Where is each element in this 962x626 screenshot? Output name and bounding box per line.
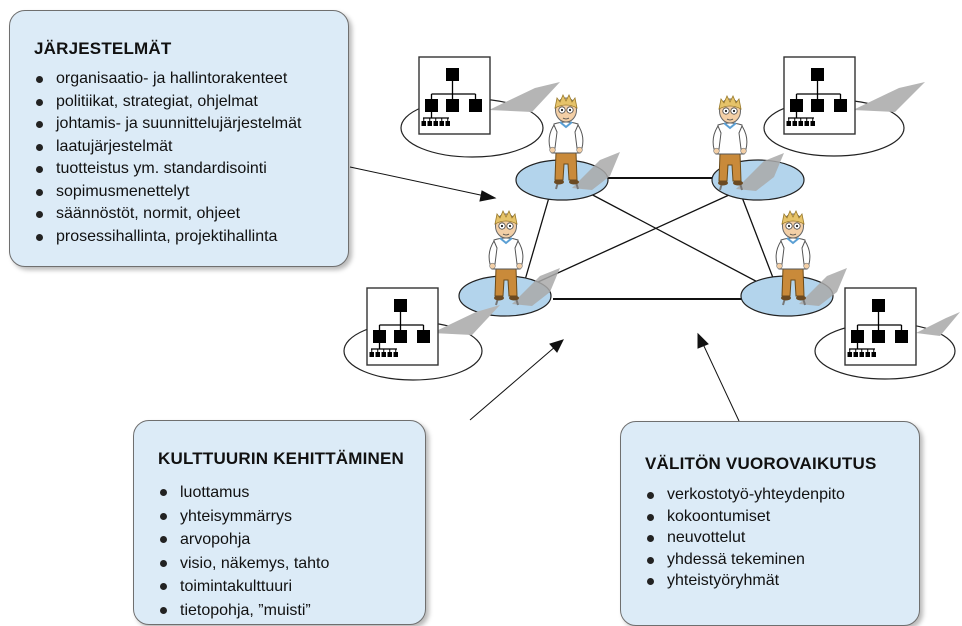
list-item: johtamis- ja suunnittelujärjestelmät (34, 113, 348, 136)
interaction-box: VÄLITÖN VUOROVAIKUTUS verkostotyö-yhteyd… (620, 421, 920, 626)
arrowhead-jarjestelmat (479, 190, 497, 202)
culture-title: KULTTUURIN KEHITTÄMINEN (158, 449, 405, 468)
network-line-right (739, 191, 776, 284)
org-chart-icon (844, 287, 917, 366)
org-chart-icon (366, 287, 439, 366)
arrowhead-vuorovaikutus (697, 332, 709, 349)
arrow-kulttuuri (469, 345, 557, 421)
list-item: yhdessä tekeminen (645, 549, 919, 571)
arrow-jarjestelmat (349, 166, 486, 197)
network-lines (524, 177, 776, 300)
list-item: säännöstöt, normit, ohjeet (34, 203, 348, 226)
person-icon (712, 95, 785, 192)
network-line-diagonal-2 (526, 189, 741, 288)
list-item: laatujärjestelmät (34, 136, 348, 159)
person-icon (548, 94, 621, 191)
org-chart-icon (783, 56, 856, 135)
systems-title: JÄRJESTELMÄT (34, 39, 172, 58)
list-item: tietopohja, ”muisti” (158, 599, 425, 623)
arrowhead-kulttuuri (549, 339, 564, 353)
systems-box: JÄRJESTELMÄT organisaatio- ja hallintora… (9, 10, 349, 267)
list-item: prosessihallinta, projektihallinta (34, 226, 348, 249)
list-item: politiikat, strategiat, ohjelmat (34, 91, 348, 114)
org-chart-shadows (432, 82, 960, 336)
list-item: yhteisymmärrys (158, 505, 425, 529)
network-line-diagonal-1 (586, 191, 770, 289)
list-item: tuotteistus ym. standardisointi (34, 158, 348, 181)
list-item: neuvottelut (645, 527, 919, 549)
list-item: organisaatio- ja hallintorakenteet (34, 68, 348, 91)
arrows (349, 166, 740, 422)
person-icon (775, 210, 848, 307)
list-item: arvopohja (158, 528, 425, 552)
interaction-title: VÄLITÖN VUOROVAIKUTUS (645, 454, 877, 473)
culture-box: KULTTUURIN KEHITTÄMINEN luottamus yhteis… (133, 420, 426, 625)
arrow-vuorovaikutus (702, 343, 740, 422)
interaction-list: verkostotyö-yhteydenpito kokoontumiset n… (645, 484, 919, 592)
systems-list: organisaatio- ja hallintorakenteet polit… (34, 68, 348, 248)
list-item: luottamus (158, 481, 425, 505)
list-item: sopimusmenettelyt (34, 181, 348, 204)
list-item: toimintakulttuuri (158, 575, 425, 599)
person-icon (488, 210, 561, 307)
org-chart-icon (418, 56, 491, 135)
list-item: verkostotyö-yhteydenpito (645, 484, 919, 506)
network-line-left (524, 193, 551, 281)
list-item: yhteistyöryhmät (645, 570, 919, 592)
culture-list: luottamus yhteisymmärrys arvopohja visio… (158, 481, 425, 622)
list-item: visio, näkemys, tahto (158, 552, 425, 576)
list-item: kokoontumiset (645, 506, 919, 528)
